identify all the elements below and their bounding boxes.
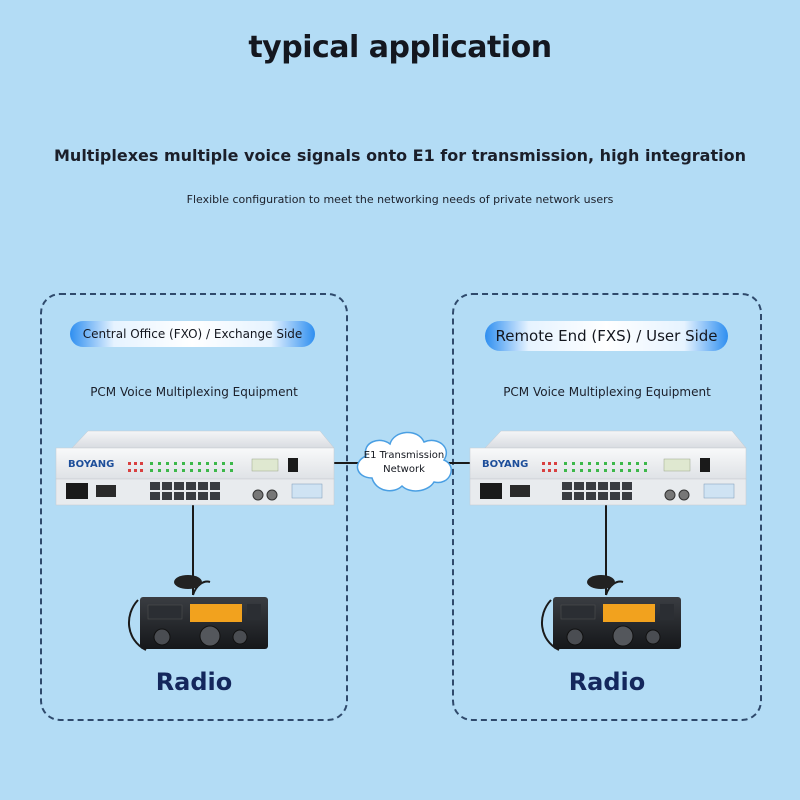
central-office-label: Central Office (FXO) / Exchange Side [70,321,315,347]
e1-network-cloud [356,431,452,492]
e1-network-line2: Network [383,464,425,475]
right-pcm-equipment: BOYANG [469,430,747,506]
left-radio-label: Radio [155,668,233,696]
left-radio [127,575,268,651]
left-brand-logo: BOYANG [68,459,114,470]
e1-network-line1: E1 Transmission [363,450,445,461]
page-title: typical application [248,30,552,65]
page-subtitle: Multiplexes multiple voice signals onto … [54,146,746,165]
right-brand-logo: BOYANG [482,459,528,470]
left-pcm-equipment: BOYANG [55,430,335,506]
right-radio-label: Radio [568,668,646,696]
right-radio [540,575,681,651]
page-description: Flexible configuration to meet the netwo… [186,193,614,206]
left-equipment-label: PCM Voice Multiplexing Equipment [90,385,298,399]
central-office-panel [40,293,348,721]
remote-end-panel [452,293,762,721]
remote-end-label: Remote End (FXS) / User Side [485,321,728,351]
right-equipment-label: PCM Voice Multiplexing Equipment [503,385,711,399]
e1-network-label: E1 Transmission Network [358,449,450,477]
